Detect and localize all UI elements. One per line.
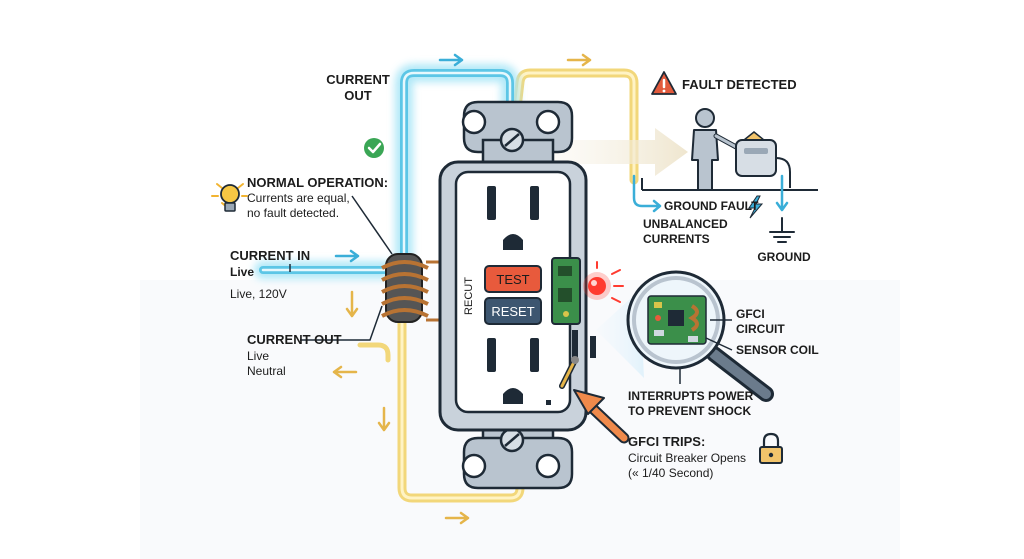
person-touching-appliance [691, 108, 741, 191]
normal-operation-line2: no fault detected. [247, 206, 339, 220]
fault-indicator-light [583, 261, 624, 303]
test-button-label: TEST [496, 272, 529, 287]
unbalanced-currents-label-2: CURRENTS [643, 232, 710, 246]
breaker-time-label: (« 1/40 Second) [628, 466, 713, 480]
leader-lines [289, 195, 733, 384]
internal-circuit-board [551, 257, 581, 325]
ground-icon [769, 217, 795, 243]
current-in-voltage-label: Live, 120V [230, 287, 287, 301]
current-out-bottom-label: CURRENT OUT [247, 332, 342, 347]
fault-current-path [632, 174, 789, 213]
fault-detected-label: FAULT DETECTED [682, 77, 797, 92]
gfci-trips-label: GFCI TRIPS: [628, 434, 705, 449]
current-out-neutral-label: Neutral [247, 364, 286, 378]
sensor-coil-label: SENSOR COIL [736, 343, 819, 357]
current-out-top-label: CURRENT [326, 72, 390, 87]
test-button[interactable]: TEST [484, 265, 542, 293]
lightning-icon [748, 195, 764, 219]
flow-arrows [332, 53, 592, 525]
outlet-side-text: RECUT [463, 277, 475, 315]
live-wire [254, 64, 519, 279]
gfci-circuit-label-2: CIRCUIT [736, 322, 785, 336]
normal-operation-line1: Currents are equal, [247, 191, 350, 205]
neutral-wire [357, 68, 639, 503]
toaster-appliance [735, 131, 791, 188]
reset-button-label: RESET [491, 304, 534, 319]
trip-pointer-arrow [573, 389, 630, 444]
lock-icon [759, 432, 783, 464]
lightbulb-icon [211, 183, 248, 212]
ground-label: GROUND [757, 250, 811, 264]
ground-fault-label: GROUND FAULT [664, 199, 759, 213]
fault-direction-arrow [548, 128, 688, 176]
unbalanced-currents-label: UNBALANCED [643, 217, 728, 231]
warning-icon [651, 71, 677, 95]
interrupts-power-label: INTERRUPTS POWER [628, 389, 754, 403]
magnifier-icon [596, 270, 774, 402]
check-icon [364, 138, 384, 158]
current-in-label: CURRENT IN [230, 248, 310, 263]
current-out-top-label-2: OUT [344, 88, 372, 103]
interrupts-power-label-2: TO PREVENT SHOCK [628, 404, 751, 418]
reset-button[interactable]: RESET [484, 297, 542, 325]
breaker-opens-label: Circuit Breaker Opens [628, 451, 746, 465]
current-in-live-label: Live [230, 265, 254, 279]
normal-operation-title: NORMAL OPERATION: [247, 175, 388, 190]
gfci-circuit-label: GFCI [736, 307, 765, 321]
current-out-live-label: Live [247, 349, 269, 363]
trip-switch [559, 330, 596, 389]
